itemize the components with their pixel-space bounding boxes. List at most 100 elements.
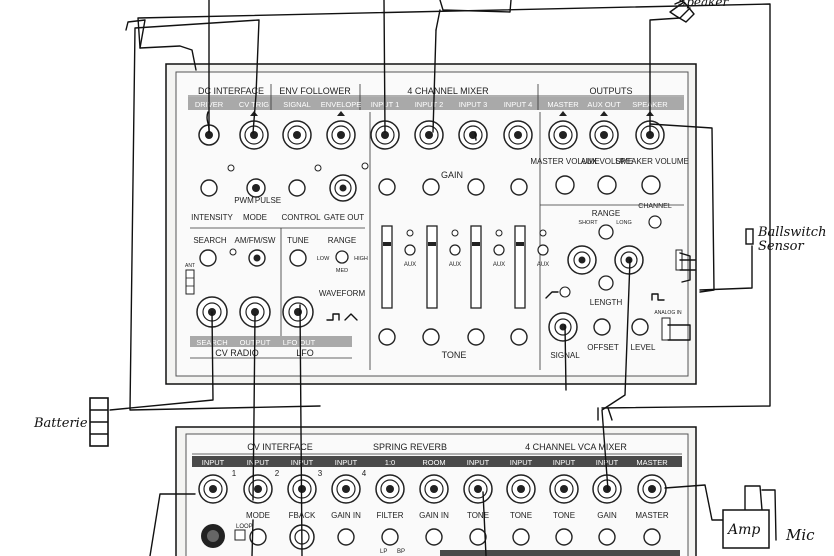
ballswitch-annotation: Ballswitch (757, 225, 826, 240)
shape-switch[interactable] (559, 286, 571, 298)
length-label: LENGTH (590, 298, 623, 307)
speaker-volume-knob[interactable] (641, 175, 661, 195)
gain-knob-3[interactable] (467, 178, 485, 196)
mode-switch[interactable] (246, 178, 266, 198)
range-label-2: RANGE (592, 209, 620, 218)
p2-gain-in-knob-2[interactable] (425, 528, 443, 546)
section-4-channel-mixer: 4 CHANNEL MIXER (407, 86, 489, 96)
aux-label-3: AUX (493, 262, 505, 268)
aux-knob-4[interactable] (537, 244, 549, 256)
p2-tone-knob-1[interactable] (469, 528, 487, 546)
p2-gain-in-knob-1[interactable] (337, 528, 355, 546)
fader-2[interactable] (426, 225, 438, 309)
search-knob[interactable] (199, 249, 217, 267)
battery-icon (89, 397, 109, 447)
jack-master[interactable] (548, 120, 578, 150)
amfmsw-switch[interactable] (248, 249, 266, 267)
wire-input-1 (383, 0, 386, 133)
tune-knob[interactable] (289, 249, 307, 267)
tone-knob-1[interactable] (378, 328, 396, 346)
level-knob[interactable] (631, 318, 649, 336)
radio-output-jack[interactable] (239, 296, 271, 328)
p2-big-knob[interactable] (201, 524, 225, 548)
band-selector-switch[interactable] (185, 269, 195, 295)
p2-jack-label-9: INPUT (553, 458, 576, 467)
wire-p2-input-1 (149, 493, 196, 556)
p2-gain-knob[interactable] (598, 528, 616, 546)
short-label: SHORT (578, 220, 598, 226)
master-volume-knob[interactable] (555, 175, 575, 195)
loop-switch[interactable] (234, 529, 246, 541)
gain-knob-4[interactable] (510, 178, 528, 196)
p2-tone-knob-2[interactable] (512, 528, 530, 546)
p2-jack-vca-input-2[interactable] (506, 474, 536, 504)
range-switch[interactable] (335, 250, 349, 264)
lfo-out-jack[interactable] (282, 296, 314, 328)
length-knob[interactable] (598, 275, 614, 291)
gate-out-jack[interactable] (329, 174, 357, 202)
p2-jack-reverb-in[interactable] (375, 474, 405, 504)
aux-label-1: AUX (404, 262, 416, 268)
jack-label-cv-trig: CV TRIG (239, 100, 269, 109)
gain-knob-1[interactable] (378, 178, 396, 196)
offset-knob[interactable] (593, 318, 611, 336)
level-label: LEVEL (631, 343, 656, 352)
p2-jack-input-2[interactable] (243, 474, 273, 504)
p2-jack-vca-input-1[interactable] (463, 474, 493, 504)
output-jack-a[interactable] (567, 245, 597, 275)
output-jack-b[interactable] (614, 245, 644, 275)
wire-output-b (601, 259, 631, 491)
jack-aux-out[interactable] (589, 120, 619, 150)
signal-jack[interactable] (548, 312, 578, 342)
section-dc-interface: DC INTERFACE (198, 86, 264, 96)
jack-input-4[interactable] (503, 120, 533, 150)
waveform-label: WAVEFORM (319, 289, 366, 298)
p2-jack-label-7: INPUT (467, 458, 490, 467)
tone-knob-2[interactable] (422, 328, 440, 346)
jack-input-3[interactable] (458, 120, 488, 150)
jack-envelope[interactable] (326, 120, 356, 150)
p2-jack-input-4[interactable] (331, 474, 361, 504)
aux-knob-3[interactable] (493, 244, 505, 256)
p2-label-tone-2: TONE (510, 511, 532, 520)
p2-tone-knob-3[interactable] (555, 528, 573, 546)
p2-mode-knob[interactable] (249, 528, 267, 546)
p2-jack-vca-input-3[interactable] (549, 474, 579, 504)
search-label: SEARCH (193, 236, 227, 245)
tone-knob-4[interactable] (510, 328, 528, 346)
p2-master-knob[interactable] (643, 528, 661, 546)
aux-volume-knob[interactable] (597, 175, 617, 195)
loop-label: LOOP (236, 524, 253, 530)
channel-select-switch[interactable] (648, 215, 662, 229)
jack-speaker[interactable] (635, 120, 665, 150)
analog-in-switch[interactable] (661, 317, 671, 341)
p2-jack-master[interactable] (637, 474, 667, 504)
jack-input-2[interactable] (414, 120, 444, 150)
gain-knob-2[interactable] (422, 178, 440, 196)
control-knob[interactable] (288, 179, 306, 197)
jack-signal[interactable] (282, 120, 312, 150)
intensity-knob[interactable] (200, 179, 218, 197)
p2-jack-input-1[interactable] (198, 474, 228, 504)
p2-label-mode: MODE (246, 511, 270, 520)
fader-1[interactable] (381, 225, 393, 309)
p2-number-3: 3 (318, 469, 323, 478)
jack-label-master: MASTER (547, 100, 579, 109)
range-knob-2[interactable] (598, 224, 614, 240)
speaker-volume-label: SPEAKER VOLUME (615, 157, 689, 166)
wire-input-3 (474, 131, 477, 141)
aux-knob-2[interactable] (449, 244, 461, 256)
aux-volume-label: AUX VOLUME (581, 157, 633, 166)
fader-3[interactable] (470, 225, 482, 309)
p2-jack-room[interactable] (419, 474, 449, 504)
mic-annotation: Mic (785, 526, 815, 544)
p2-jack-label-2: INPUT (247, 458, 270, 467)
aux-knob-1[interactable] (404, 244, 416, 256)
wire-signal (564, 324, 567, 391)
p2-filter-knob[interactable] (381, 528, 399, 546)
gain-label: GAIN (441, 170, 463, 180)
p2-jack-label-10: INPUT (596, 458, 619, 467)
tone-knob-3[interactable] (467, 328, 485, 346)
p2-label-filter: FILTER (377, 511, 404, 520)
fader-4[interactable] (514, 225, 526, 309)
